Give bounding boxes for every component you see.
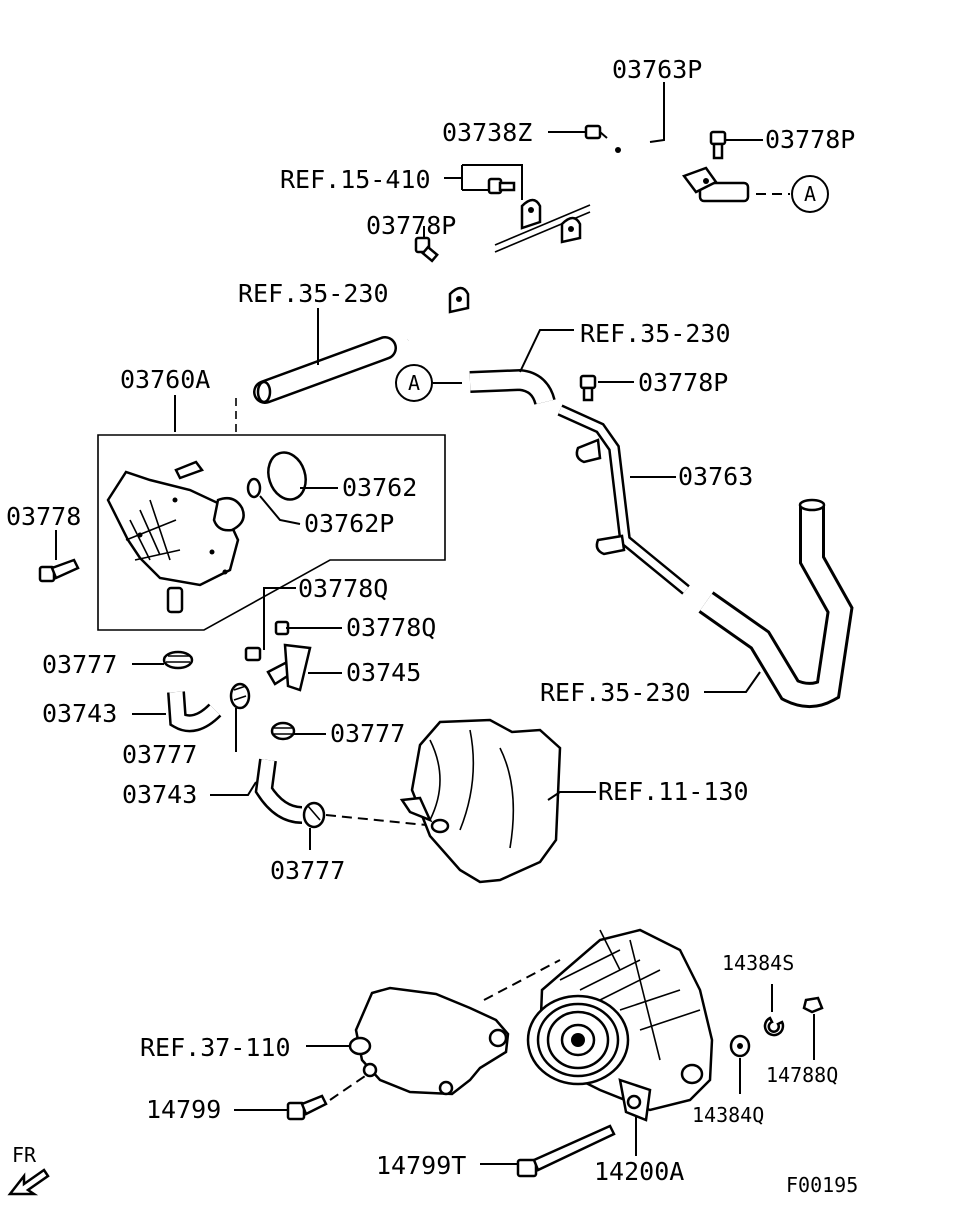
bolt-14799T: [516, 1124, 616, 1178]
figure-code: F00195: [786, 1173, 858, 1197]
label-03778Q-a: 03778Q: [298, 574, 388, 603]
clamp-03777-a: [162, 650, 194, 670]
vacuum-pump: [106, 460, 245, 614]
front-direction-arrow: [7, 1168, 50, 1196]
label-03738Z: 03738Z: [442, 118, 532, 147]
label-03778P-mid: 03778P: [366, 211, 456, 240]
fitting-03745: [266, 643, 312, 692]
label-03743-a: 03743: [42, 699, 117, 728]
hose-ref35230-right: [698, 498, 854, 708]
leader-clamp-to-head: [325, 814, 437, 827]
bolt-03778P-right: [579, 374, 597, 402]
label-03778P-right: 03778P: [638, 368, 728, 397]
bolt-ref15410: [487, 177, 516, 195]
hose-ref35230-left: [253, 336, 397, 404]
label-03743-b: 03743: [122, 780, 197, 809]
bolt-03778Q-a: [244, 646, 262, 662]
bolt-03778: [38, 558, 80, 583]
hose-03743-a: [167, 691, 222, 733]
label-14384Q: 14384Q: [692, 1103, 764, 1127]
clamp-03777-c: [270, 721, 296, 741]
alternator-14200A: [526, 928, 714, 1122]
label-14200A: 14200A: [594, 1157, 684, 1186]
label-03778P-top: 03778P: [765, 125, 855, 154]
label-14799T: 14799T: [376, 1151, 466, 1180]
washer-14384S: [763, 1016, 785, 1037]
washer-14384Q: [729, 1034, 751, 1058]
label-03778: 03778: [6, 502, 81, 531]
label-03760A: 03760A: [120, 365, 210, 394]
label-fr: FR: [12, 1143, 37, 1167]
label-ref11130: REF.11-130: [598, 777, 749, 806]
label-ref37110: REF.37-110: [140, 1033, 291, 1062]
bolt-03738Z: [584, 124, 608, 140]
hose-03743-b: [254, 758, 303, 824]
callout-a-top: A: [756, 175, 829, 213]
label-03763P: 03763P: [612, 55, 702, 84]
label-ref35230-a: REF.35-230: [238, 279, 389, 308]
bolt-03778P-top: [709, 130, 727, 160]
bracket-ref37110: [348, 986, 510, 1096]
part-labels: 03763P 03738Z 03778P REF.15-410 03778P R…: [6, 55, 858, 1197]
leader-bracket-alt: [483, 959, 561, 1001]
mounting-rail: [448, 198, 591, 314]
bolt-03778P-mid: [414, 236, 439, 263]
label-03777-c: 03777: [330, 719, 405, 748]
vacuum-pipe-03763P: [407, 137, 750, 343]
label-ref35230-b: REF.35-230: [580, 319, 731, 348]
callout-a-left: A: [395, 364, 462, 402]
label-ref35230-c: REF.35-230: [540, 678, 691, 707]
label-14799: 14799: [146, 1095, 221, 1124]
label-03777-d: 03777: [270, 856, 345, 885]
label-03763: 03763: [678, 462, 753, 491]
cylinder-head-ref11130: [399, 718, 562, 884]
label-03745: 03745: [346, 658, 421, 687]
label-03777-a: 03777: [42, 650, 117, 679]
label-03762: 03762: [342, 473, 417, 502]
label-03762P: 03762P: [304, 509, 394, 538]
leader-bolt-14799: [329, 1073, 369, 1101]
label-ref15410: REF.15-410: [280, 165, 431, 194]
clamp-03777-b: [229, 682, 251, 710]
label-14384S: 14384S: [722, 951, 794, 975]
o-ring-03762P: [246, 477, 262, 499]
callout-a-left-text: A: [408, 371, 420, 395]
clamp-03777-d: [302, 801, 326, 829]
hose-ref35230-middle: [469, 368, 556, 406]
label-14788Q: 14788Q: [766, 1063, 838, 1087]
label-03778Q-b: 03778Q: [346, 613, 436, 642]
label-03777-b: 03777: [122, 740, 197, 769]
leader-lines: [55, 82, 815, 1165]
callout-a-top-text: A: [804, 182, 816, 206]
nut-14788Q: [802, 996, 824, 1014]
o-ring-03762: [267, 451, 307, 501]
bolt-14799: [286, 1094, 328, 1121]
vacuum-pipe-03763: [557, 404, 690, 595]
